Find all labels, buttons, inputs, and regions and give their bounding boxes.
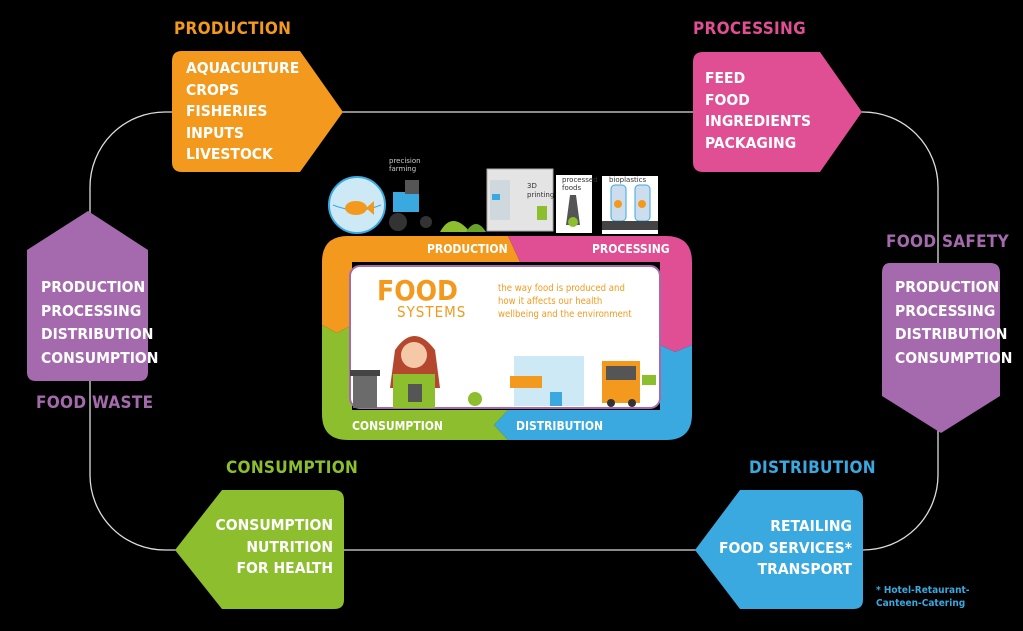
tractor-illustration xyxy=(389,180,432,231)
footnote-line: Canteen-Catering xyxy=(876,597,970,610)
consumption-item: FOR HEALTH xyxy=(216,558,333,580)
plants-illustration xyxy=(440,221,486,232)
distribution-item: TRANSPORT xyxy=(719,559,852,581)
processing-item: INGREDIENTS xyxy=(705,111,811,133)
shop-illustration xyxy=(510,356,584,406)
tag-line: precision xyxy=(389,157,421,165)
ring-label-processing: PROCESSING xyxy=(592,242,670,256)
production-item: CROPS xyxy=(186,80,299,102)
food-waste-item: PRODUCTION xyxy=(41,276,158,300)
food-waste-item: DISTRIBUTION xyxy=(41,323,158,347)
food-waste-item: PROCESSING xyxy=(41,300,158,324)
food-waste-item: CONSUMPTION xyxy=(41,347,158,371)
food-safety-item: PRODUCTION xyxy=(895,276,1012,300)
production-item: INPUTS xyxy=(186,123,299,145)
ring-label-consumption: CONSUMPTION xyxy=(352,419,443,433)
food-safety-item: DISTRIBUTION xyxy=(895,323,1012,347)
apple-illustration xyxy=(468,392,482,406)
food-safety-item: PROCESSING xyxy=(895,300,1012,324)
processed-foods-tag: processed foods xyxy=(562,176,598,192)
production-title: PRODUCTION xyxy=(174,19,291,39)
footnote-line: * Hotel-Retaurant- xyxy=(876,584,970,597)
ring-label-production: PRODUCTION xyxy=(427,242,508,256)
tag-line: farming xyxy=(389,165,421,173)
precision-farming-tag: precision farming xyxy=(389,157,421,173)
3d-printer-illustration xyxy=(487,169,553,231)
tagline-line: wellbeing and the environment xyxy=(498,308,632,321)
3d-printing-tag: 3D printing xyxy=(527,182,554,200)
production-item: LIVESTOCK xyxy=(186,144,299,166)
food-systems-logo-food: FOOD xyxy=(377,276,458,306)
distribution-item: RETAILING xyxy=(719,516,852,538)
consumption-item: CONSUMPTION xyxy=(216,515,333,537)
tagline-line: how it affects our health xyxy=(498,295,632,308)
food-systems-tagline: the way food is produced and how it affe… xyxy=(498,282,632,321)
distribution-item: FOOD SERVICES* xyxy=(719,538,852,560)
tag-line: 3D xyxy=(527,182,554,191)
distribution-items: RETAILING FOOD SERVICES* TRANSPORT xyxy=(719,516,852,581)
tagline-line: the way food is produced and xyxy=(498,282,632,295)
processing-item: PACKAGING xyxy=(705,133,811,155)
consumption-item: NUTRITION xyxy=(216,537,333,559)
trash-bin-illustration xyxy=(350,370,380,408)
food-waste-title: FOOD WASTE xyxy=(36,393,153,413)
production-items: AQUACULTURE CROPS FISHERIES INPUTS LIVES… xyxy=(186,58,299,166)
conveyor-bioplastics-illustration xyxy=(602,176,658,234)
food-waste-items: PRODUCTION PROCESSING DISTRIBUTION CONSU… xyxy=(41,276,158,370)
distribution-footnote: * Hotel-Retaurant- Canteen-Catering xyxy=(876,584,970,610)
ring-label-distribution: DISTRIBUTION xyxy=(516,419,603,433)
distribution-title: DISTRIBUTION xyxy=(749,458,876,478)
bioplastics-tag: bioplastics xyxy=(609,176,646,184)
ring-production-side xyxy=(322,262,352,333)
processing-item: FEED xyxy=(705,68,811,90)
tag-line: processed xyxy=(562,176,598,184)
production-item: AQUACULTURE xyxy=(186,58,299,80)
tag-line: printing xyxy=(527,191,554,200)
production-item: FISHERIES xyxy=(186,101,299,123)
tag-line: bioplastics xyxy=(609,176,646,184)
food-systems-logo-systems: SYSTEMS xyxy=(397,303,466,321)
food-safety-title: FOOD SAFETY xyxy=(886,232,1009,252)
food-safety-item: CONSUMPTION xyxy=(895,347,1012,371)
tag-line: foods xyxy=(562,184,598,192)
processing-title: PROCESSING xyxy=(693,19,806,39)
processing-items: FEED FOOD INGREDIENTS PACKAGING xyxy=(705,68,811,154)
processing-item: FOOD xyxy=(705,90,811,112)
food-safety-items: PRODUCTION PROCESSING DISTRIBUTION CONSU… xyxy=(895,276,1012,370)
fish-bowl-illustration xyxy=(329,177,385,233)
consumption-title: CONSUMPTION xyxy=(226,458,358,478)
consumption-items: CONSUMPTION NUTRITION FOR HEALTH xyxy=(216,515,333,580)
